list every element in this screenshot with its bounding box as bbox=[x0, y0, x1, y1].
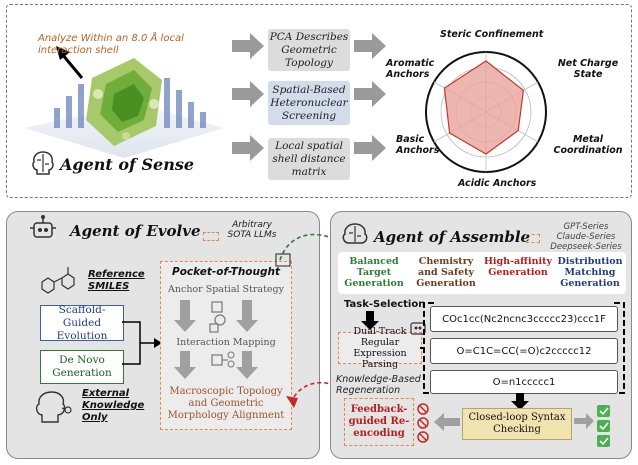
agent-of-sense-panel bbox=[6, 4, 632, 198]
radar-label-acidic: Acidic Anchors bbox=[458, 178, 537, 189]
generation-tab-3: High-affinity Generation bbox=[483, 256, 553, 278]
task-down-arrow bbox=[361, 311, 379, 330]
task-selection: Task-Selection bbox=[344, 299, 426, 310]
assemble-brain-icon bbox=[342, 223, 368, 244]
closed-loop-box: Closed-loop Syntax Checking bbox=[462, 408, 572, 440]
generation-tab-1: Balanced Target Generation bbox=[344, 256, 404, 289]
assemble-title: Agent of Assemble bbox=[374, 228, 531, 246]
generation-tab-4: Distribution Matching Generation bbox=[557, 256, 623, 289]
error-icons bbox=[417, 403, 429, 443]
smiles-box-3: O=n1ccccc1 bbox=[430, 370, 618, 394]
scaffold-guided-box: Scaffold-Guided Evolution bbox=[40, 304, 124, 342]
radar-label-basic: Basic Anchors bbox=[396, 134, 440, 156]
closed-loop-arrow bbox=[574, 413, 594, 429]
llm-note: Arbitrary SOTA LLMs bbox=[227, 220, 277, 240]
knowledge-regen: Knowledge-Based Regeneration bbox=[336, 374, 421, 396]
smiles-box-2: O=C1C=CC(=O)c2ccccc12 bbox=[430, 338, 618, 364]
sense-right-arrows bbox=[354, 33, 386, 161]
reference-smiles: Reference SMILES bbox=[88, 269, 145, 292]
sense-brain-icon bbox=[32, 151, 54, 175]
molecule-icon bbox=[41, 267, 75, 294]
radar-label-steric: Steric Confinement bbox=[440, 29, 544, 40]
evolve-title: Agent of Evolve bbox=[70, 222, 201, 240]
generation-tabs bbox=[338, 252, 626, 294]
feedback-left-arrow bbox=[434, 413, 460, 431]
model-chip bbox=[526, 234, 540, 243]
interaction-mapping: Interaction Mapping bbox=[176, 337, 276, 348]
macro-alignment: Macroscopic Topology and Geometric Morph… bbox=[167, 386, 285, 421]
step-heteronuclear: Spatial-Based Heteronuclear Screening bbox=[268, 81, 350, 125]
red-dashed-arrow bbox=[286, 381, 347, 408]
pocket-of-thought-box bbox=[160, 261, 292, 430]
sense-title: Agent of Sense bbox=[60, 155, 195, 174]
parser-robot-icon bbox=[410, 322, 426, 335]
radar-polygon bbox=[443, 60, 525, 155]
radar-label-net-charge: Net Charge State bbox=[557, 58, 619, 80]
protein-shell-illustration bbox=[24, 46, 224, 158]
check-icons bbox=[597, 405, 610, 447]
check-down-arrow bbox=[511, 393, 529, 410]
smiles-bracket bbox=[420, 302, 625, 394]
evolve-robot-icon bbox=[30, 215, 56, 238]
anchor-strategy: Anchor Spatial Strategy bbox=[168, 284, 284, 295]
radar-label-aromatic: Aromatic Anchors bbox=[386, 58, 435, 80]
mapping-arrows bbox=[174, 351, 258, 379]
model-deepseek: Deepseek-Series bbox=[550, 242, 622, 252]
shell-caption: Analyze Within an 8.0 Å local interactio… bbox=[38, 33, 184, 56]
step-pca: PCA Describes Geometric Topology bbox=[268, 29, 350, 71]
step-distance-matrix: Local spatial shell distance matrix bbox=[268, 138, 350, 180]
model-list: GPT-Series Claude-Series Deepseek-Series bbox=[548, 222, 624, 252]
smiles-box-1: COc1cc(Nc2ncnc3ccccc23)ccc1F bbox=[430, 306, 618, 332]
de-novo-box: De Novo Generation bbox=[40, 350, 124, 384]
sense-left-arrows bbox=[232, 33, 264, 161]
merge-connector bbox=[122, 321, 162, 365]
radar-chart bbox=[425, 51, 547, 173]
llm-chip bbox=[203, 232, 219, 241]
feedback-box: Feedback-guided Re-encoding bbox=[344, 398, 414, 446]
anchor-arrows bbox=[174, 300, 258, 333]
model-claude: Claude-Series bbox=[556, 232, 616, 242]
radar-label-metal: Metal Coordination bbox=[553, 134, 623, 156]
model-gpt: GPT-Series bbox=[563, 222, 609, 232]
generation-tab-2: Chemistry and Safety Generation bbox=[416, 256, 476, 289]
knowledge-brain-icon bbox=[35, 391, 72, 423]
dual-track-box: Dual-Track Regular Expression Parsing bbox=[338, 326, 422, 370]
pocket-title: Pocket-of-Thought bbox=[172, 266, 280, 278]
external-knowledge: External Knowledge Only bbox=[82, 388, 145, 423]
